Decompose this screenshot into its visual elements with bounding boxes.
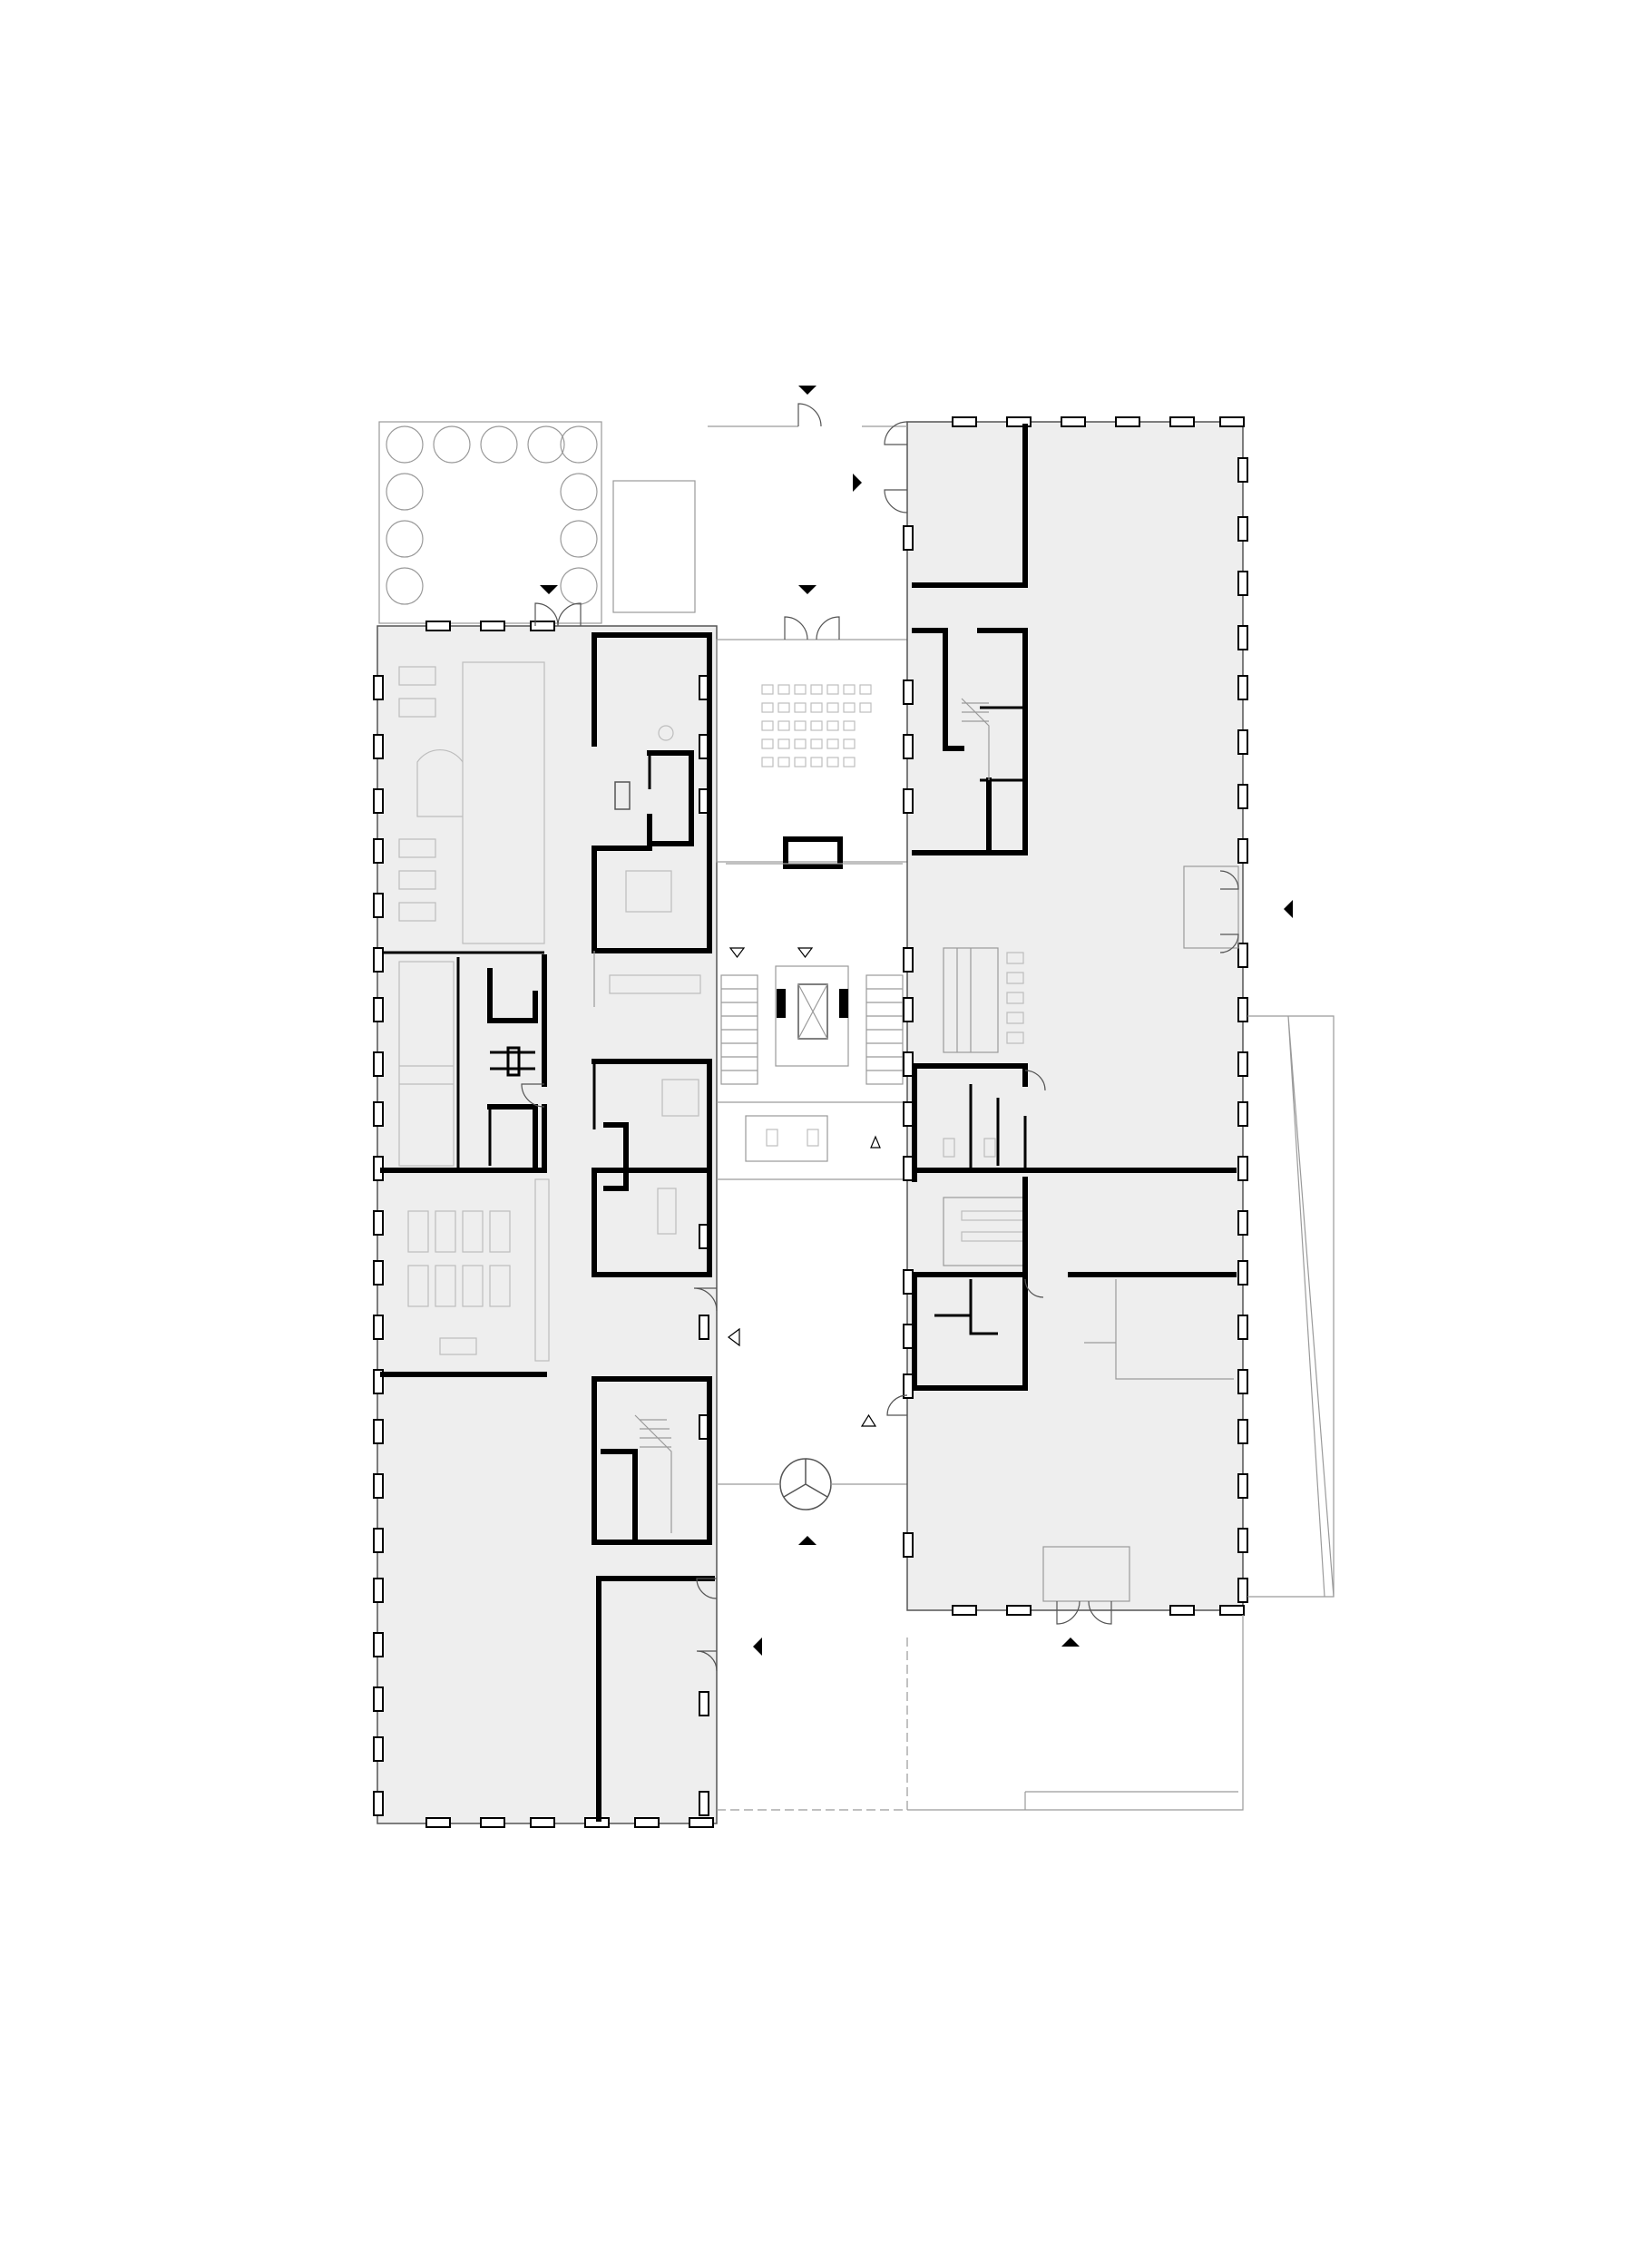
stair-core-right <box>912 628 1028 855</box>
auditorium-seating <box>761 684 872 767</box>
central-rooms-left <box>592 951 712 1277</box>
door-swing-icon <box>521 403 1239 1672</box>
toilet-block-right <box>912 1063 1237 1182</box>
left-wing <box>373 621 718 1828</box>
dining-furniture <box>398 661 545 944</box>
right-wing-piers <box>903 416 1248 1616</box>
revolving-door-icon <box>779 1458 832 1510</box>
tree-icon <box>386 425 598 605</box>
entrance-arrow-icon <box>540 386 1293 1656</box>
stair-icon <box>634 1414 672 1533</box>
planter-bed <box>612 480 696 613</box>
stair-room-left <box>592 1376 712 1545</box>
classroom-furniture <box>407 1178 550 1362</box>
lower-right-rooms <box>912 1177 1237 1391</box>
right-wing <box>903 416 1248 1616</box>
service-core-top <box>592 632 712 953</box>
elevator-icon <box>777 983 848 1040</box>
tree-courtyard <box>378 421 696 624</box>
left-wing-piers <box>373 621 714 1828</box>
ramp <box>1247 1015 1335 1598</box>
central-atrium <box>716 639 908 1811</box>
stair-icon <box>720 974 904 1085</box>
stair-icon <box>961 698 990 780</box>
counter-furniture <box>1006 952 1024 1044</box>
toilet-block-left <box>398 954 547 1173</box>
